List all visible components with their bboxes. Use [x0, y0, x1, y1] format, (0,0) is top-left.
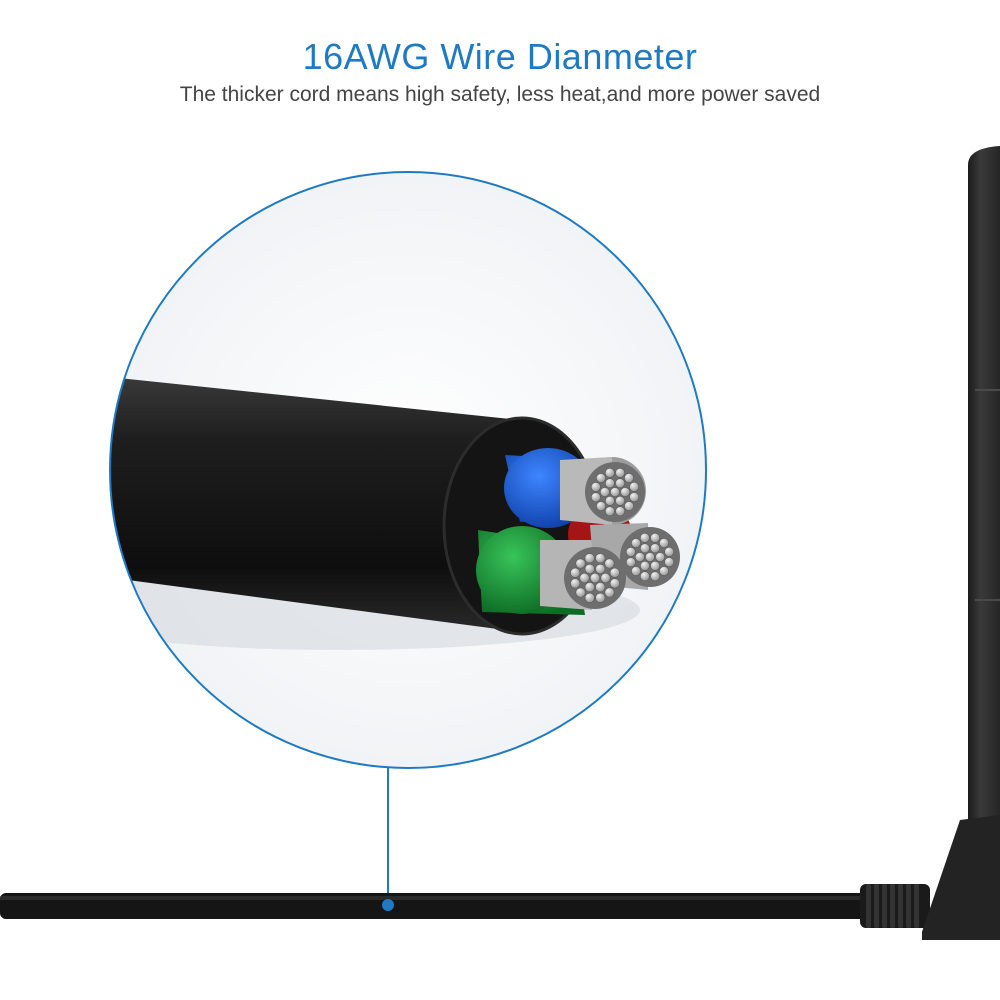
- page-title: 16AWG Wire Dianmeter: [302, 36, 698, 77]
- callout-dot: [382, 899, 394, 911]
- conductor-strands-green: [564, 547, 626, 609]
- charging-station: [922, 146, 1000, 940]
- conductor-strands-blue: [585, 462, 645, 522]
- strain-relief: [860, 884, 930, 928]
- magnifier-lens: [109, 171, 707, 769]
- conductor-strands-red: [620, 527, 680, 587]
- page-subtitle: The thicker cord means high safety, less…: [179, 83, 821, 106]
